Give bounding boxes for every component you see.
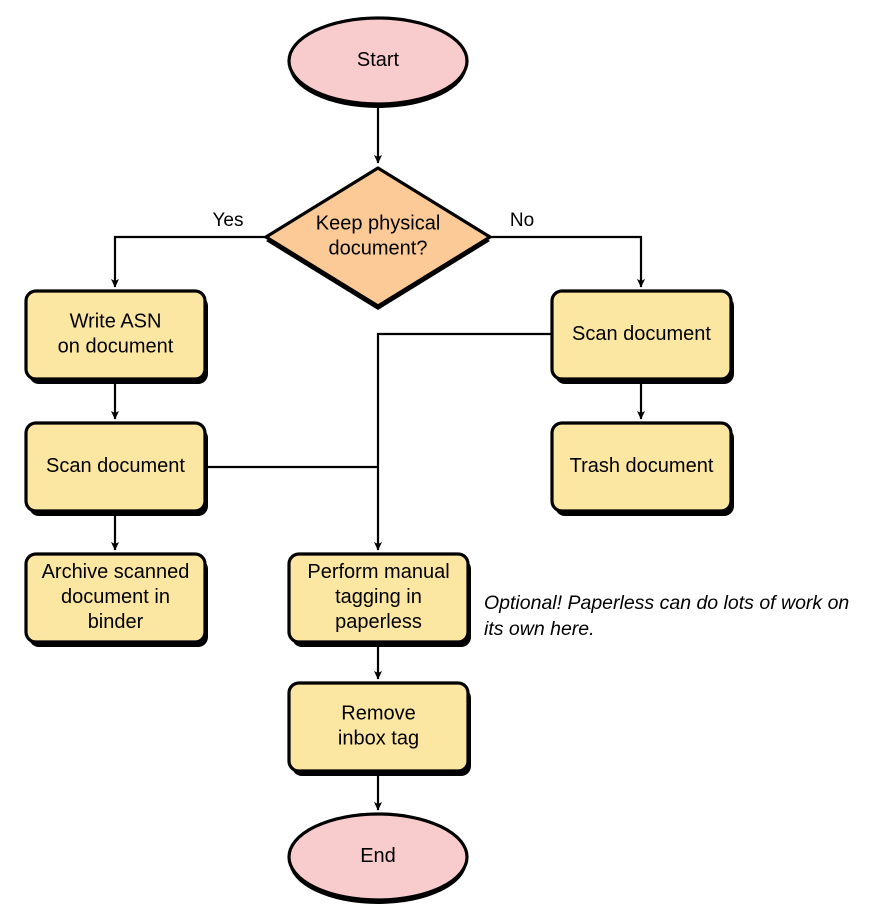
node-label-line: Remove (341, 703, 415, 725)
node-label-line: Perform manual (307, 561, 449, 583)
node-label: Remove inbox tag (338, 703, 419, 750)
node-label: Write ASN on document (58, 311, 174, 358)
node-label-line: inbox tag (338, 728, 419, 750)
node-rect[interactable] (287, 681, 470, 773)
node-label-line: Keep physical (316, 213, 441, 235)
node-rect[interactable] (24, 289, 207, 381)
node-remove-inbox-tag[interactable]: Remove inbox tag (287, 681, 471, 776)
node-label-line: Trash document (570, 455, 714, 477)
node-label-line: Scan document (572, 323, 711, 345)
node-label: Perform manual tagging in paperless (307, 561, 449, 633)
node-rect[interactable] (550, 421, 733, 513)
node-rect[interactable] (24, 552, 207, 644)
node-label-line: binder (88, 611, 144, 633)
node-manual-tagging[interactable]: Perform manual tagging in paperless (287, 552, 471, 647)
annotation-line: its own here. (484, 618, 595, 640)
node-rect[interactable] (550, 289, 733, 381)
node-diamond[interactable] (264, 166, 492, 308)
edge-label-decision-yes-to-write-asn: Yes (213, 210, 244, 231)
node-rect[interactable] (24, 421, 207, 513)
node-end[interactable]: End (287, 812, 469, 904)
node-scan-document-left[interactable]: Scan document (24, 421, 208, 516)
edges-layer: Yes No (110, 104, 645, 811)
annotations-layer: Optional! Paperless can do lots of work … (484, 592, 849, 640)
node-label: Start (357, 49, 400, 71)
node-label-line: Archive scanned (42, 561, 190, 583)
node-label-line: End (360, 845, 396, 867)
node-label: End (360, 845, 396, 867)
node-rect[interactable] (287, 552, 470, 644)
node-scan-document-right[interactable]: Scan document (550, 289, 734, 384)
node-keep-physical[interactable]: Keep physical document? (264, 166, 492, 310)
node-label: Keep physical document? (316, 213, 441, 260)
node-label: Trash document (570, 455, 714, 477)
edge-line (489, 235, 645, 288)
node-label: Scan document (46, 455, 185, 477)
node-label-line: Scan document (46, 455, 185, 477)
edge-decision-yes-to-write-asn: Yes (110, 210, 266, 288)
node-archive-binder[interactable]: Archive scanned document in binder (24, 552, 208, 647)
node-label: Scan document (572, 323, 711, 345)
node-label-line: document in (61, 586, 170, 608)
annotation-optional-note: Optional! Paperless can do lots of work … (484, 592, 849, 640)
edge-scan-right-to-manual-tagging (373, 332, 552, 551)
node-write-asn[interactable]: Write ASN on document (24, 289, 208, 384)
node-label: Archive scanned document in binder (42, 561, 190, 633)
node-label-line: Start (357, 49, 400, 71)
node-label-line: paperless (335, 611, 422, 633)
node-ellipse[interactable] (287, 812, 469, 902)
node-label-line: document? (329, 238, 428, 260)
edge-label-decision-no-to-scan-right: No (510, 210, 534, 231)
edge-decision-no-to-scan-right: No (489, 210, 645, 288)
node-label-line: Write ASN (70, 311, 162, 333)
annotation-line: Optional! Paperless can do lots of work … (484, 592, 849, 614)
node-label-line: tagging in (335, 586, 422, 608)
node-ellipse[interactable] (287, 16, 469, 106)
node-start[interactable]: Start (287, 16, 469, 108)
node-label-line: on document (58, 336, 174, 358)
edge-line (373, 332, 552, 551)
edge-line (110, 235, 266, 288)
node-trash-document[interactable]: Trash document (550, 421, 734, 516)
